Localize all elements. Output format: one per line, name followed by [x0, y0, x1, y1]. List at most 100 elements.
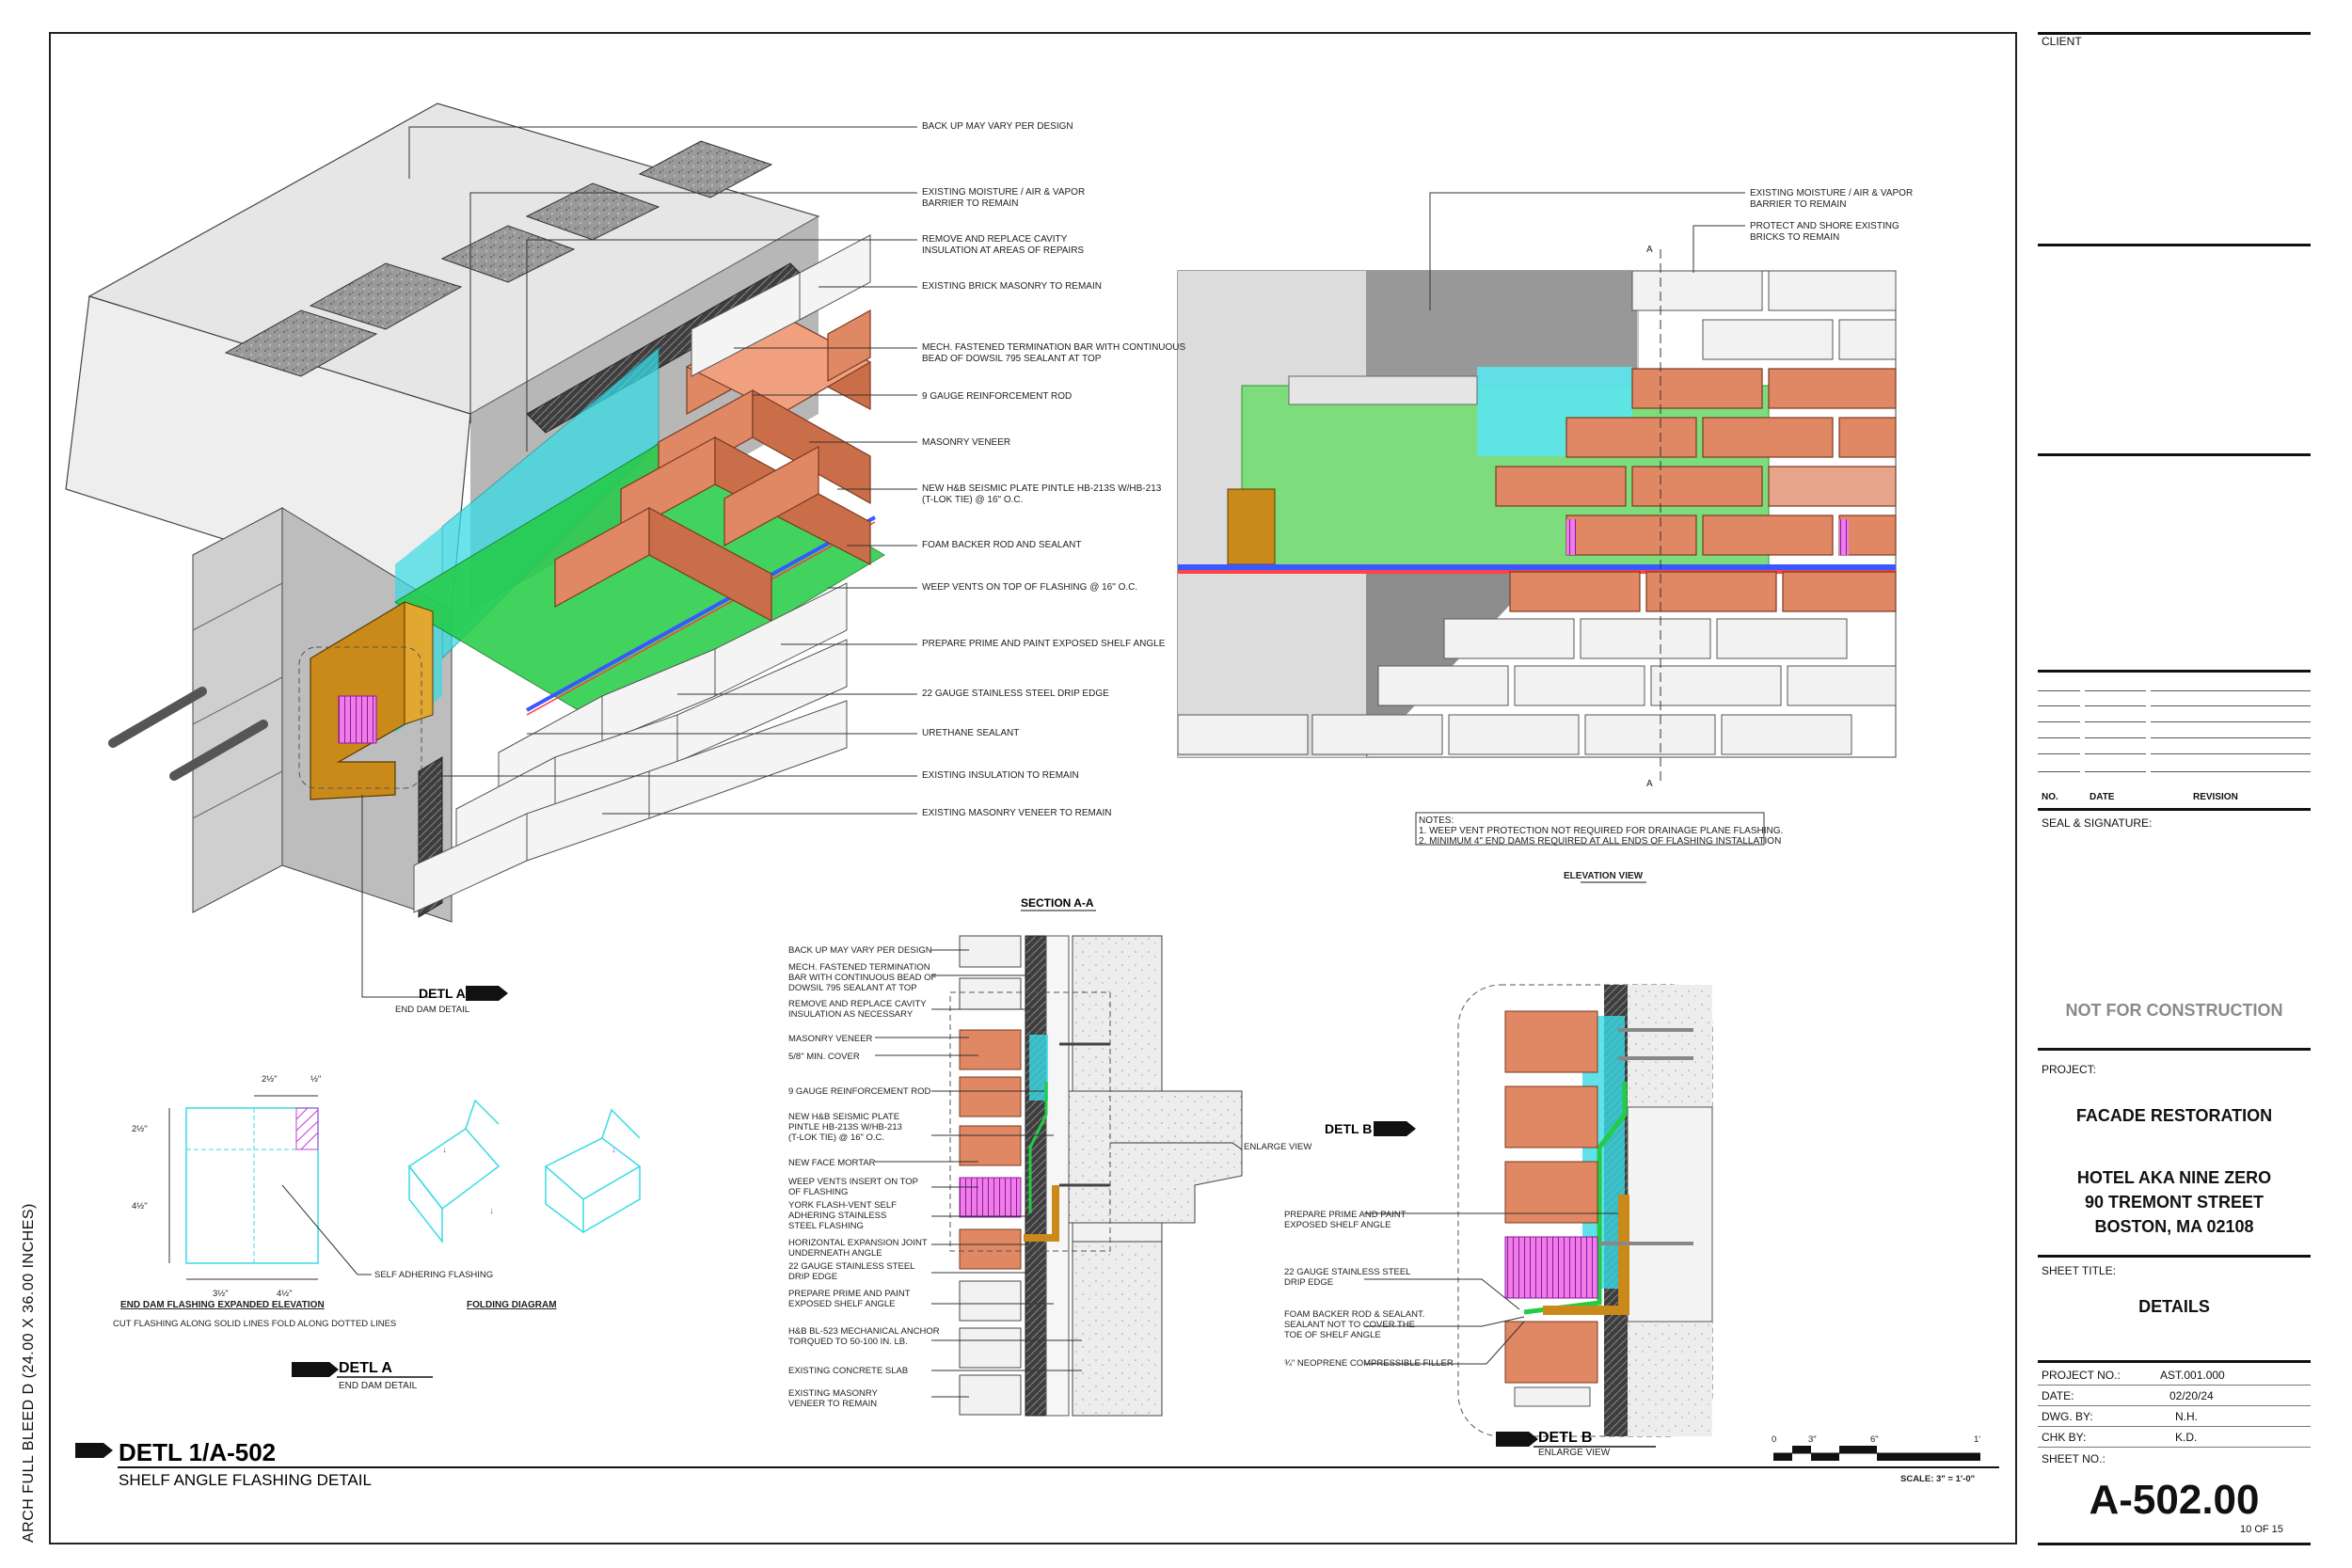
enl-callout-3a: FOAM BACKER ROD & SEALANT.: [1284, 1309, 1424, 1320]
enl-detl-b-sublabel: ENLARGE VIEW: [1538, 1448, 1611, 1458]
iso-callout-10: NEW H&B SEISMIC PLATE PINTLE HB-213S W/H…: [922, 483, 1162, 494]
client-label: CLIENT: [2042, 35, 2082, 48]
tb-rule-1: [2038, 244, 2311, 246]
project-label: PROJECT:: [2042, 1063, 2097, 1076]
project-name: FACADE RESTORATION: [2075, 1106, 2273, 1125]
iso-callout-5: EXISTING BRICK MASONRY TO REMAIN: [922, 281, 1102, 292]
tb-rule-3: [2038, 670, 2311, 673]
main-title: DETL 1/A-502 SHELF ANGLE FLASHING DETAIL: [75, 1438, 1999, 1489]
dim-bottom-1: 3½": [213, 1289, 229, 1299]
main-title-sub: SHELF ANGLE FLASHING DETAIL: [119, 1471, 372, 1489]
rev-date-header: DATE: [2090, 792, 2115, 802]
project-no-row: PROJECT NO.: AST.001.000: [2038, 1366, 2311, 1386]
sheet-count-total: 15: [2271, 1524, 2283, 1535]
section-enlarge-label: ENLARGE VIEW: [1244, 1142, 1311, 1152]
end-dam-title: END DAM FLASHING EXPANDED ELEVATION: [120, 1300, 325, 1310]
address-line-3: BOSTON, MA 02108: [2094, 1217, 2254, 1236]
dwg-by-value: N.H.: [2175, 1410, 2198, 1423]
sheet-title: DETAILS: [2138, 1297, 2210, 1316]
end-dam-diagram: ↓↓↓: [168, 1095, 642, 1280]
section-callout-8-1: OF FLASHING: [788, 1187, 848, 1197]
svg-text:↓: ↓: [442, 1145, 447, 1155]
enl-callout-2a: 22 GAUGE STAINLESS STEEL: [1284, 1267, 1410, 1277]
rev-no-header: NO.: [2042, 792, 2058, 802]
section-callout-2-1: INSULATION AS NECESSARY: [788, 1009, 914, 1020]
main-title-tag: DETL 1/A-502: [119, 1438, 276, 1466]
self-adhering-callout: SELF ADHERING FLASHING: [374, 1270, 493, 1280]
project-no-label: PROJECT NO.:: [2042, 1369, 2121, 1382]
notes-heading: NOTES:: [1419, 816, 1454, 826]
sheet-count: 10 OF 15: [2240, 1524, 2283, 1535]
date-label: DATE:: [2042, 1389, 2074, 1402]
scale-tick-3: 1': [1974, 1434, 1980, 1445]
dim-left-1: 2½": [132, 1124, 148, 1134]
section-callout-9-2: STEEL FLASHING: [788, 1221, 864, 1231]
iso-callout-16: URETHANE SEALANT: [922, 728, 1019, 738]
section-callout-13-0: H&B BL-523 MECHANICAL ANCHOR: [788, 1326, 940, 1337]
enl-callout-3b: SEALANT NOT TO COVER THE: [1284, 1320, 1415, 1330]
section-callout-12-1: EXPOSED SHELF ANGLE: [788, 1299, 896, 1309]
tb-rule-bottom: [2038, 1543, 2311, 1545]
section-callout-14-0: EXISTING CONCRETE SLAB: [788, 1366, 908, 1376]
section-callout-8-0: WEEP VENTS INSERT ON TOP: [788, 1177, 918, 1187]
iso-callout-3: REMOVE AND REPLACE CAVITY: [922, 234, 1068, 245]
elev-callout-1b: BARRIER TO REMAIN: [1750, 199, 1846, 210]
address-line-1: HOTEL AKA NINE ZERO: [2076, 1168, 2272, 1187]
enl-detl-b-label: DETL B: [1538, 1430, 1592, 1446]
detl-a-tag-iso: DETL A END DAM DETAIL: [395, 986, 508, 1015]
isometric-detail: [65, 103, 917, 998]
end-dam-subtitle: CUT FLASHING ALONG SOLID LINES FOLD ALON…: [113, 1319, 396, 1329]
section-callout-15-0: EXISTING MASONRY: [788, 1388, 879, 1399]
enl-callout-3c: TOE OF SHELF ANGLE: [1284, 1330, 1381, 1340]
section-callout-4-0: 5/8" MIN. COVER: [788, 1052, 860, 1062]
section-callout-6-1: PINTLE HB-213S W/HB-213: [788, 1122, 902, 1132]
tb-rule-top: [2038, 32, 2311, 35]
tb-rule-4: [2038, 808, 2311, 811]
section-callout-13-1: TORQUED TO 50-100 IN. LB.: [788, 1337, 908, 1347]
title-block: CLIENT NO. DATE REVISION SEAL & SIGNATUR…: [2038, 32, 2311, 1546]
section-callout-10-0: HORIZONTAL EXPANSION JOINT: [788, 1238, 928, 1248]
dim-left-2: 4½": [132, 1201, 148, 1212]
elev-callout-2b: BRICKS TO REMAIN: [1750, 232, 1839, 243]
scale-tick-0: 0: [1772, 1434, 1776, 1445]
sheet-count-of: OF: [2254, 1524, 2269, 1535]
note-2: 2. MINIMUM 4" END DAMS REQUIRED AT ALL E…: [1419, 836, 1781, 847]
enlarge-detail: [1364, 984, 1713, 1448]
dwg-by-row: DWG. BY: N.H.: [2038, 1407, 2311, 1427]
iso-callout-1: EXISTING MOISTURE / AIR & VAPOR: [922, 187, 1085, 198]
end-dam-labels: 2½" ½" 2½" 4½" 3½" 4½" SELF ADHERING FLA…: [113, 1074, 557, 1329]
section-marker-bottom: A: [1646, 779, 1653, 789]
section-marker-top: A: [1646, 245, 1653, 255]
sheet-title-label: SHEET TITLE:: [2042, 1264, 2116, 1277]
elevation-title: ELEVATION VIEW: [1564, 871, 1644, 881]
note-1: 1. WEEP VENT PROTECTION NOT REQUIRED FOR…: [1419, 826, 1783, 836]
enlarge-labels: PREPARE PRIME AND PAINT EXPOSED SHELF AN…: [1284, 1210, 1611, 1458]
section-callout-1-1: BAR WITH CONTINUOUS BEAD OF: [788, 973, 936, 983]
detl-a-label: DETL A: [339, 1360, 392, 1376]
enl-callout-4: ¾" NEOPRENE COMPRESSIBLE FILLER: [1284, 1358, 1454, 1369]
section-callout-15-1: VENEER TO REMAIN: [788, 1399, 877, 1409]
section-detl-b-label: DETL B: [1325, 1121, 1372, 1136]
iso-callout-6: MECH. FASTENED TERMINATION BAR WITH CONT…: [922, 342, 1186, 353]
chk-by-label: CHK BY:: [2042, 1431, 2087, 1444]
sheet-border: [49, 32, 2017, 1544]
sheet-number: A-502.00: [2089, 1477, 2260, 1523]
seal-label: SEAL & SIGNATURE:: [2042, 816, 2153, 830]
folding-title: FOLDING DIAGRAM: [467, 1300, 557, 1310]
scale-tick-2: 6": [1870, 1434, 1879, 1445]
section-callout-9-1: ADHERING STAINLESS: [788, 1211, 886, 1221]
section-callout-1-0: MECH. FASTENED TERMINATION: [788, 962, 930, 973]
elev-callout-1a: EXISTING MOISTURE / AIR & VAPOR: [1750, 188, 1913, 198]
scale-label: SCALE: 3" = 1'-0": [1900, 1474, 1975, 1484]
iso-detl-a-label: DETL A: [419, 986, 466, 1001]
project-no-value: AST.001.000: [2160, 1369, 2225, 1382]
chk-by-value: K.D.: [2175, 1431, 2198, 1444]
dim-top-1: 2½": [262, 1074, 278, 1085]
section-callout-1-2: DOWSIL 795 SEALANT AT TOP: [788, 983, 917, 993]
address-line-2: 90 TREMONT STREET: [2084, 1193, 2265, 1212]
dim-bottom-2: 4½": [277, 1289, 293, 1299]
section-callout-5-0: 9 GAUGE REINFORCEMENT ROD: [788, 1086, 930, 1097]
